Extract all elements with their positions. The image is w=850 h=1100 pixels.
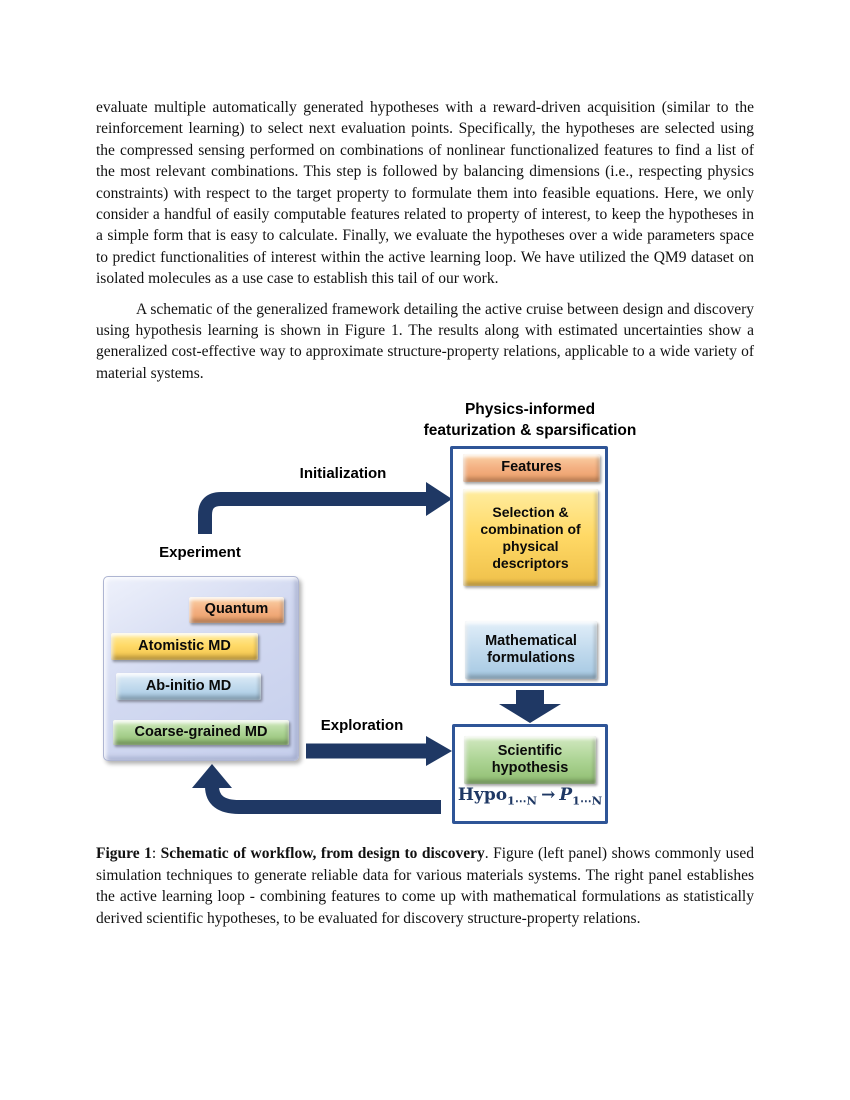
caption-bold-title: Schematic of workflow, from design to di… bbox=[160, 845, 485, 863]
featurization-panel: Features Selection & combination of phys… bbox=[450, 446, 608, 687]
experiment-panel: Quantum Atomistic MD Ab-initio MD Coarse… bbox=[103, 576, 299, 762]
atomistic-md-box: Atomistic MD bbox=[111, 633, 258, 661]
figure-caption: Figure 1: Schematic of workflow, from de… bbox=[96, 843, 754, 929]
scientific-hypothesis-box: Scientific hypothesis bbox=[464, 736, 596, 785]
feedback-arrow-shaft bbox=[205, 785, 441, 815]
caption-figure-label: Figure 1 bbox=[96, 845, 152, 863]
formula-lhs-sub: 1⋯N bbox=[507, 793, 538, 808]
mathematical-formulations-box: Mathematical formulations bbox=[465, 621, 597, 680]
initialization-label: Initialization bbox=[299, 465, 387, 483]
down-arrow-math-to-hypothesis bbox=[499, 690, 561, 724]
formula-rhs: P bbox=[559, 785, 573, 806]
paragraph-1: evaluate multiple automatically generate… bbox=[96, 99, 754, 288]
feedback-arrow-head bbox=[192, 764, 232, 789]
paragraph-2: A schematic of the generalized framework… bbox=[96, 300, 754, 382]
formula-lhs: Hypo bbox=[457, 785, 508, 806]
exploration-label: Exploration bbox=[320, 717, 404, 735]
features-box: Features bbox=[463, 454, 600, 483]
hypothesis-formula: Hypo1⋯N→P1⋯N bbox=[455, 785, 605, 807]
experiment-label: Experiment bbox=[159, 544, 241, 562]
caption-body: . Figure (left panel) shows commonly use… bbox=[96, 845, 755, 927]
coarse-grained-md-box: Coarse-grained MD bbox=[113, 720, 289, 746]
initialization-arrow-head bbox=[426, 482, 452, 517]
hypothesis-panel: Scientific hypothesis Hypo1⋯N→P1⋯N bbox=[452, 724, 608, 825]
ab-initio-md-box: Ab-initio MD bbox=[116, 673, 261, 701]
formula-rhs-sub: 1⋯N bbox=[572, 793, 603, 808]
figure-1-diagram: Physics-informed featurization & sparsif… bbox=[95, 397, 755, 835]
right-panel-title: Physics-informed featurization & sparsif… bbox=[423, 401, 637, 440]
caption-separator: : bbox=[151, 845, 161, 863]
initialization-arrow-shaft bbox=[198, 492, 428, 535]
exploration-arrow-head bbox=[426, 736, 452, 767]
quantum-box: Quantum bbox=[189, 597, 284, 624]
selection-combination-box: Selection & combination of physical desc… bbox=[463, 489, 598, 587]
right-arrow-glyph: → bbox=[541, 785, 556, 806]
